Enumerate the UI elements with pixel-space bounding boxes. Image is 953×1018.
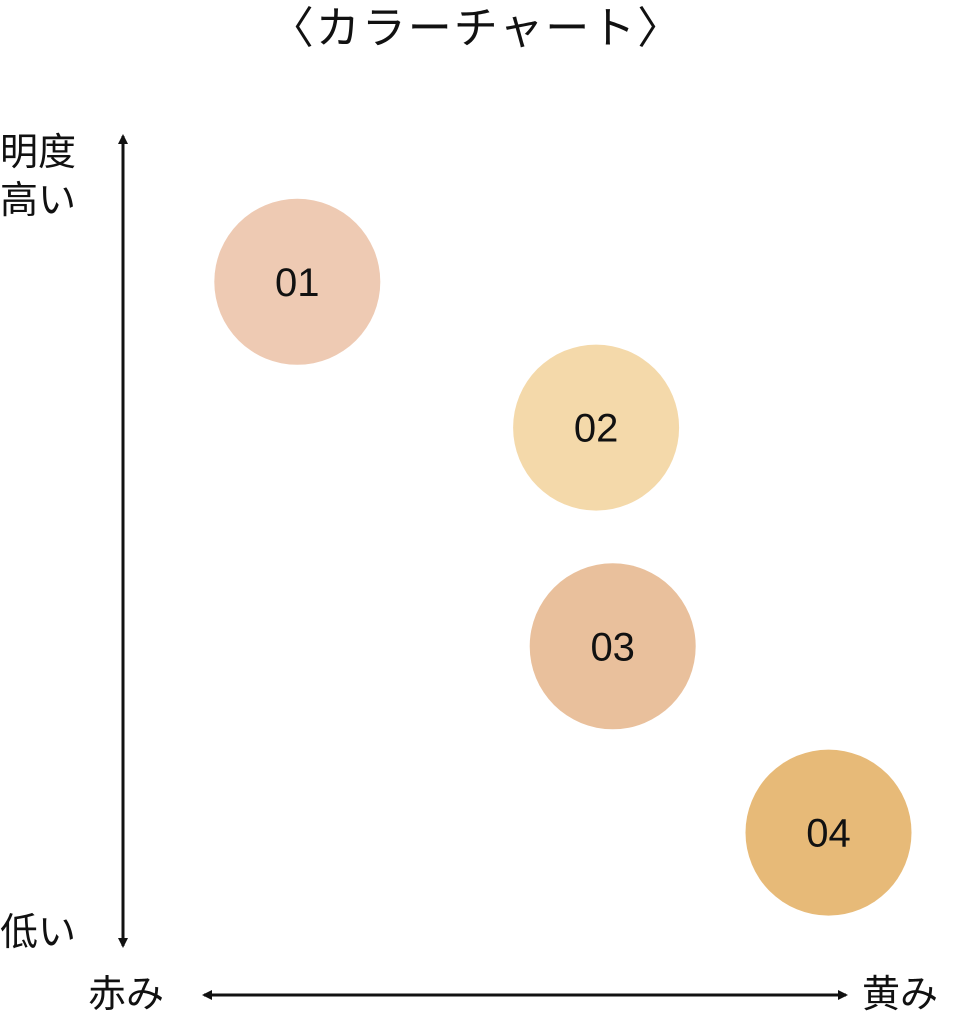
chart-title: 〈カラーチャート〉 [269, 3, 684, 54]
y-axis-label-brightness: 明度 [0, 130, 77, 174]
point-label-03: 03 [590, 625, 635, 669]
data-point-01: 01 [214, 198, 381, 365]
point-circle-02 [513, 344, 680, 511]
point-circle-03 [529, 563, 696, 730]
y-axis-low-label: 低い [0, 910, 77, 954]
y-axis-high-label: 明度 高い [0, 128, 100, 224]
point-circle-01 [214, 198, 381, 365]
point-label-01: 01 [275, 261, 320, 305]
point-circle-04 [745, 749, 912, 916]
point-label-04: 04 [806, 812, 851, 856]
data-point-04: 04 [745, 749, 912, 916]
x-axis-yellow-label: 黄み [862, 972, 939, 1016]
data-point-03: 03 [529, 563, 696, 730]
data-points: 01 02 03 04 [214, 198, 912, 916]
data-point-02: 02 [513, 344, 680, 511]
y-axis-label-high: 高い [0, 178, 77, 222]
point-label-02: 02 [574, 407, 619, 451]
x-axis-red-label: 赤み [88, 972, 165, 1016]
